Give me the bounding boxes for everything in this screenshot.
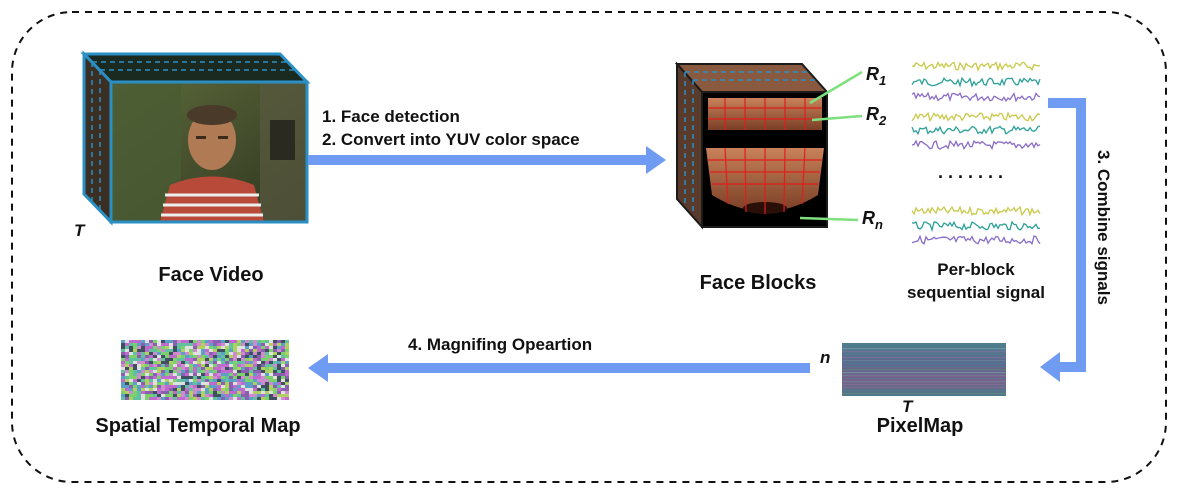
signal-trace [911,139,1041,151]
per-block-signals [911,60,1041,246]
signal-trace [911,125,1041,136]
signal-trace [911,76,1041,88]
region-label-r1: R1 [866,64,886,88]
per-block-label-line1: Per-block [937,260,1015,279]
face-video-cube [80,50,311,226]
pixelmap-n-axis-label: n [820,348,830,367]
video-t-axis-label: T [74,221,86,240]
spatial-temporal-map-image [121,340,289,400]
step3-label: 3. Combine signals [1094,150,1113,305]
signal-group-r1 [911,60,1041,103]
pixelmap-t-axis-label: T [902,397,914,416]
signal-trace [911,60,1041,72]
signal-group-r2 [911,111,1041,151]
region-label-r2: R2 [866,104,887,128]
face-blocks-label: Face Blocks [700,272,817,294]
signal-trace [911,220,1041,233]
arrow-face-detection [308,146,666,174]
face-video-frame [111,82,307,222]
arrow-combine-signals [1040,98,1086,382]
arrow-magnifying [308,354,810,382]
face-blocks-cube [674,61,830,230]
region-label-rn: Rn [862,208,883,232]
leader-line-r1 [809,70,863,105]
face-blocks-frame [702,92,827,227]
signal-trace [911,91,1041,103]
step4-label: 4. Magnifing Opeartion [408,335,592,354]
leader-line-r2 [811,114,863,122]
signal-ellipsis: . . . . . . . [938,162,1003,182]
step2-label: 2. Convert into YUV color space [322,130,580,149]
per-block-label-line2: sequential signal [907,283,1045,302]
leader-line-rn [799,216,859,222]
pixelmap-label: PixelMap [877,415,964,437]
spatial-temporal-map-label: Spatial Temporal Map [95,415,300,437]
outer-frame [11,11,1167,483]
step1-label: 1. Face detection [322,107,460,126]
pixelmap-image [842,343,1006,396]
signal-group-rn [911,205,1041,246]
signal-trace [911,205,1041,217]
signal-trace [911,111,1041,123]
face-video-label: Face Video [158,264,263,286]
signal-trace [911,234,1041,246]
